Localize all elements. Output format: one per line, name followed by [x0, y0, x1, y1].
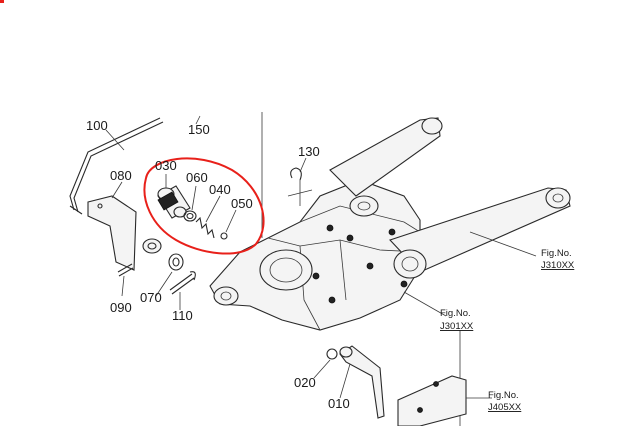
lever-010 [339, 345, 385, 419]
figref-j310-title: Fig.No. [541, 248, 572, 259]
label-050: 050 [231, 196, 253, 211]
rod-100 [69, 117, 164, 215]
figref-j301-title: Fig.No. [440, 308, 471, 319]
snap-ring-130 [290, 167, 302, 181]
ball-050 [220, 232, 228, 240]
label-040: 040 [209, 182, 231, 197]
washer-070 [168, 253, 184, 271]
corner-mark [0, 0, 4, 3]
highlight-circle [143, 157, 265, 255]
cotter-pin-110 [169, 271, 196, 295]
figref-j310-code: J310XX [541, 260, 575, 271]
hydraulic-housing [209, 179, 421, 331]
label-080: 080 [110, 168, 132, 183]
pin-090 [117, 263, 134, 277]
bracket-080 [87, 195, 162, 271]
figref-j405-code: J405XX [488, 402, 522, 413]
label-020: 020 [294, 375, 316, 390]
label-110: 110 [172, 308, 193, 323]
figref-j405-title: Fig.No. [488, 390, 519, 401]
lower-bracket [397, 375, 467, 426]
label-010: 010 [328, 396, 350, 411]
leader-lines [105, 115, 537, 399]
label-150: 150 [188, 122, 210, 137]
label-060: 060 [186, 170, 208, 185]
o-ring-060 [183, 210, 197, 222]
label-090: 090 [110, 300, 132, 315]
label-130: 130 [298, 144, 320, 159]
lift-arm [329, 117, 571, 279]
label-070: 070 [140, 290, 162, 305]
figref-j301-code: J301XX [440, 321, 474, 332]
label-100: 100 [86, 118, 108, 133]
o-ring-020 [326, 348, 338, 360]
spring-040 [195, 216, 215, 239]
label-030: 030 [155, 158, 177, 173]
